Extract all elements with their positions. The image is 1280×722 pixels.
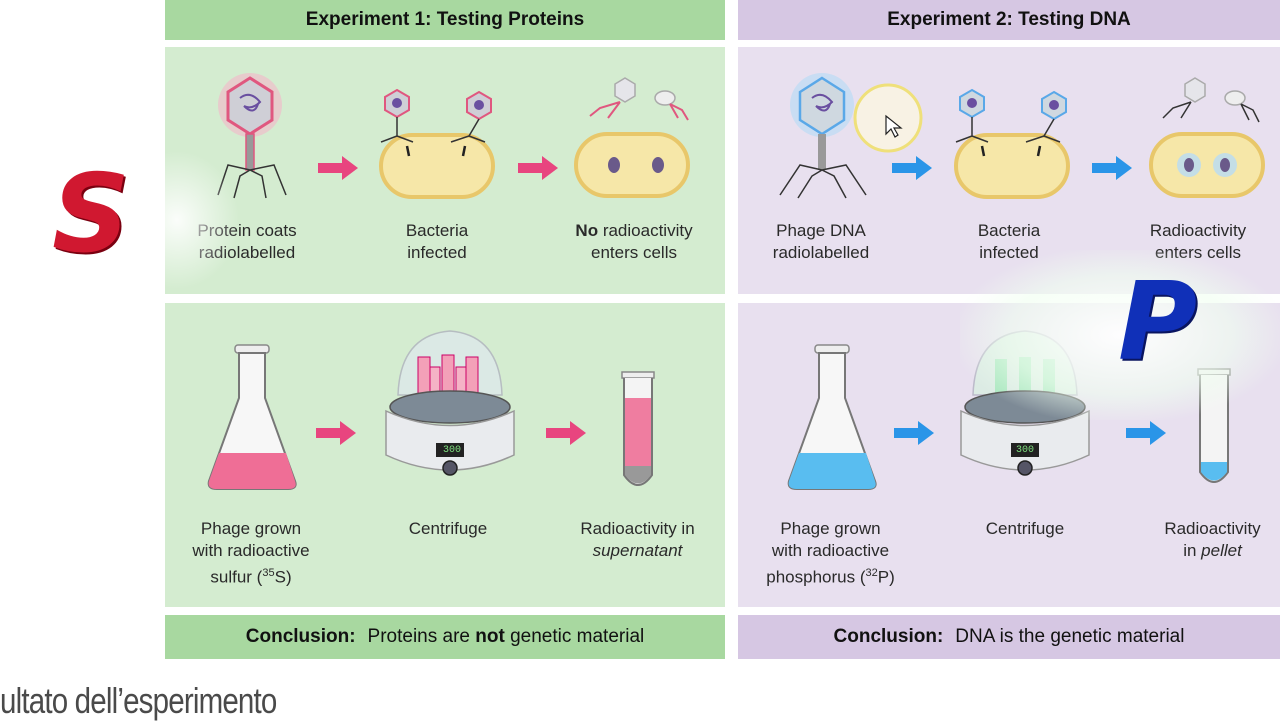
flask-pink-icon bbox=[207, 344, 297, 490]
arrow-icon bbox=[316, 421, 356, 445]
bacteria-no-radioactivity-icon bbox=[574, 77, 690, 198]
bacteria-radioactivity-icon bbox=[1149, 77, 1265, 198]
smoke-effect bbox=[150, 150, 240, 290]
arrow-icon bbox=[1092, 156, 1132, 180]
caption-radioactivity-supernatant: Radioactivity in supernatant bbox=[580, 519, 695, 560]
caption-bacteria-infected-1: Bacteria infected bbox=[405, 221, 469, 262]
arrow-icon bbox=[546, 421, 586, 445]
centrifuge-display: 300 bbox=[1015, 445, 1034, 456]
caption-centrifuge-1: Centrifuge bbox=[408, 519, 488, 538]
caption-no-radioactivity: No radioactivity enters cells bbox=[575, 221, 693, 262]
caption-radioactivity-pellet: Radioactivity in pellet bbox=[1164, 519, 1261, 560]
experiment2-conclusion: Conclusion: DNA is the genetic material bbox=[738, 615, 1280, 659]
sulfur-letter: S bbox=[52, 152, 130, 277]
experiment1-conclusion: Conclusion: Proteins are not genetic mat… bbox=[165, 615, 725, 659]
caption-phage-sulfur: Phage grown with radioactive sulfur (35S… bbox=[192, 519, 310, 587]
arrow-icon bbox=[1126, 421, 1166, 445]
caption-centrifuge-2: Centrifuge bbox=[985, 519, 1065, 538]
arrow-icon bbox=[892, 156, 932, 180]
cursor-highlight-icon bbox=[853, 83, 923, 153]
caption-phage-dna: Phage DNA radiolabelled bbox=[772, 221, 870, 262]
arrow-icon bbox=[894, 421, 934, 445]
centrifuge-display: 300 bbox=[442, 445, 461, 456]
arrow-icon bbox=[318, 156, 358, 180]
test-tube-supernatant-icon bbox=[621, 371, 655, 486]
arrow-icon bbox=[518, 156, 558, 180]
caption-phage-phosphorus: Phage grown with radioactive phosphorus … bbox=[766, 519, 895, 587]
experiment2-header: Experiment 2: Testing DNA bbox=[738, 0, 1280, 40]
phosphorus-letter: P bbox=[1118, 260, 1198, 385]
bacteria-infected-dna-icon bbox=[954, 88, 1070, 199]
centrifuge-icon bbox=[385, 330, 515, 476]
bacteria-infected-icon bbox=[379, 88, 495, 199]
smoke-effect bbox=[960, 250, 1280, 420]
slide-caption: ultato dell’esperimento bbox=[0, 680, 277, 721]
flask-blue-icon bbox=[787, 344, 877, 490]
phage-protein-labelled-icon bbox=[217, 73, 287, 199]
phage-dna-labelled-icon bbox=[779, 73, 867, 199]
experiment1-header: Experiment 1: Testing Proteins bbox=[165, 0, 725, 40]
